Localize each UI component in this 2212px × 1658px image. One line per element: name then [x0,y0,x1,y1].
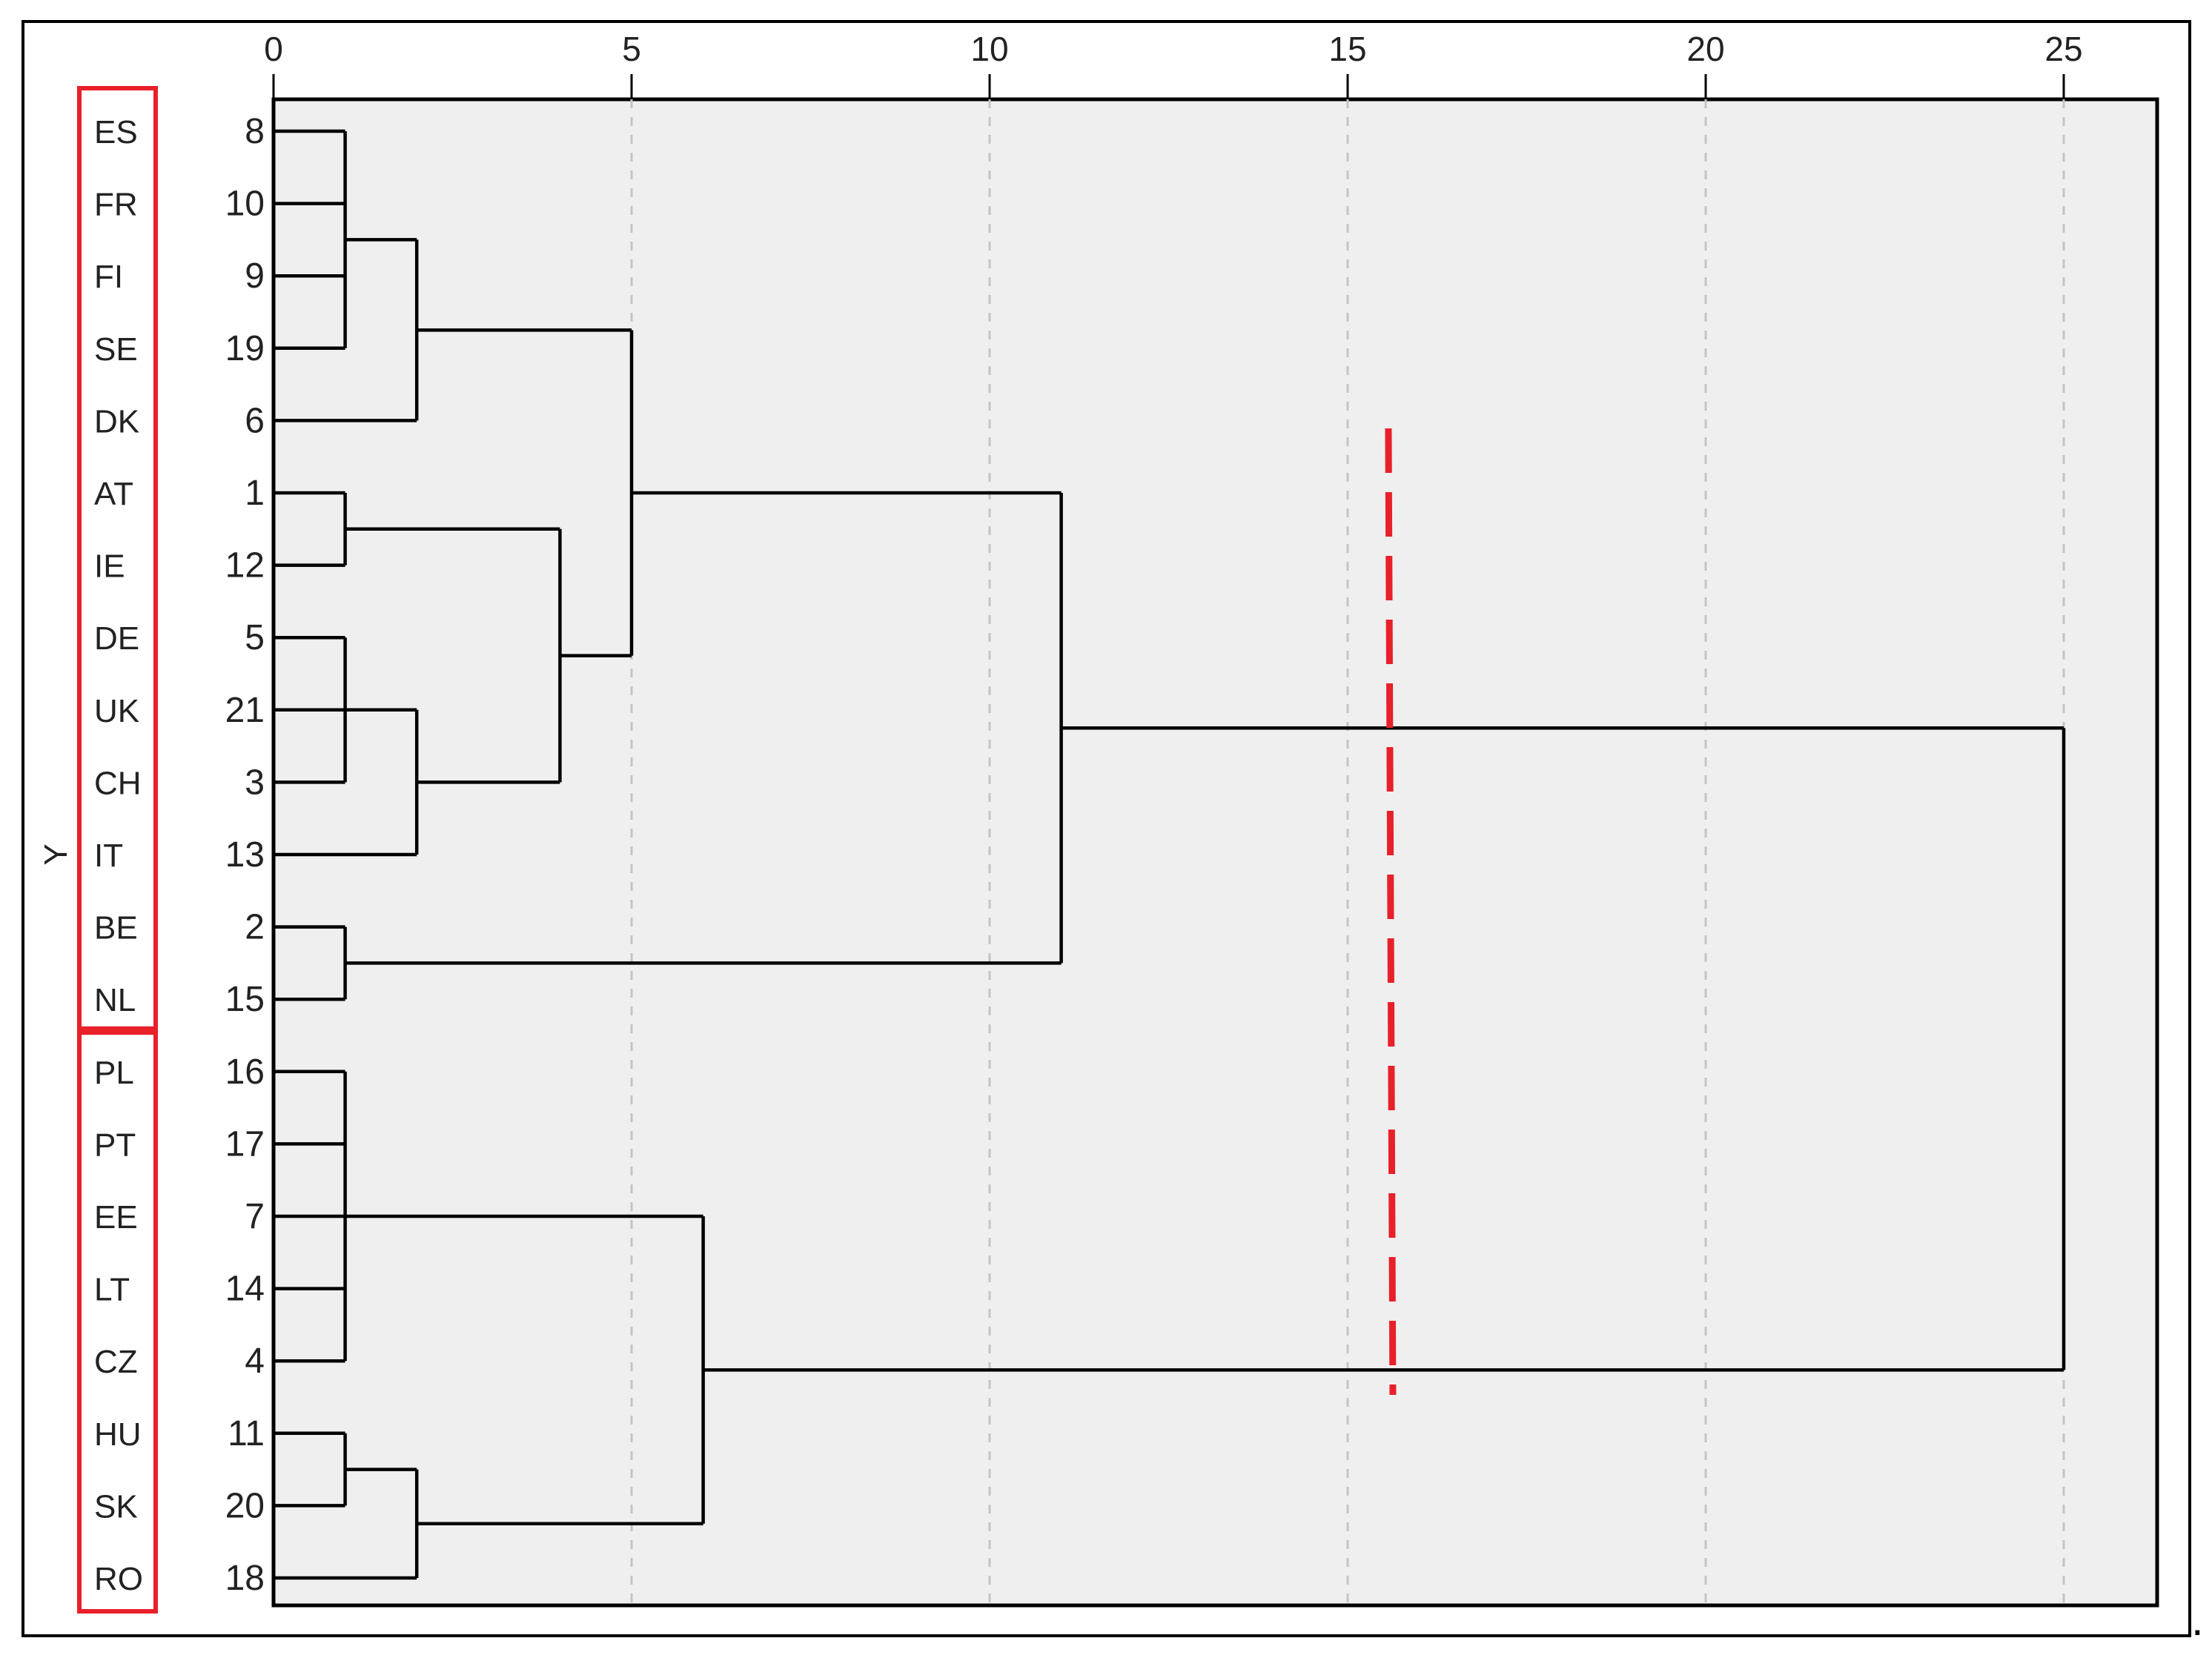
case-label: 18 [225,1559,265,1598]
x-tick-label: 5 [622,30,641,68]
country-label: IE [94,548,125,585]
case-label: 10 [225,185,265,224]
country-label: ES [94,114,138,150]
country-label: IT [94,838,123,874]
case-label: 6 [245,401,265,440]
case-label: 13 [225,835,265,875]
case-label: 5 [245,618,265,657]
case-label: 8 [245,112,265,151]
country-label: FI [94,259,123,295]
case-label: 20 [225,1486,265,1525]
group-box [77,86,158,1035]
country-label: BE [94,910,138,946]
case-label: 16 [225,1052,265,1092]
group-box [77,1026,158,1614]
country-label: SE [94,331,138,368]
x-tick-label: 20 [1686,30,1724,68]
case-label: 1 [245,474,265,513]
country-label: FR [94,187,138,223]
case-label: 4 [245,1342,265,1381]
case-label: 12 [225,546,265,586]
case-label: 21 [225,691,265,730]
country-label: HU [94,1416,142,1453]
x-tick-label: 0 [264,30,283,68]
case-label: 17 [225,1124,265,1164]
case-label: 2 [245,908,265,947]
cut-line [1385,428,1397,1396]
trailing-mark: . [2191,1595,2204,1645]
country-label: RO [94,1561,143,1597]
y-axis-label: Y [38,843,74,865]
case-label: 15 [225,980,265,1019]
x-tick-label: 10 [970,30,1008,68]
country-label: DE [94,620,139,657]
x-tick-label: 25 [2044,30,2082,68]
x-tick-label: 15 [1328,30,1366,68]
country-label: SK [94,1488,138,1525]
country-label: UK [94,693,139,729]
plot-area [271,97,2159,1608]
x-axis-ticks: 0 5 10 15 20 25 [264,30,2083,99]
case-labels: 8 10 9 19 6 1 12 5 21 3 13 2 15 16 17 7 14 4 11 20 18 [225,112,265,1598]
case-label: 19 [225,329,265,368]
group-boxes [77,86,158,1614]
dendrogram-links [274,129,2066,1580]
case-label: 9 [245,256,265,296]
country-label: AT [94,476,133,512]
case-label: 11 [228,1414,265,1453]
country-labels: ES FR FI SE DK AT IE DE UK CH IT BE NL PL PT EE LT CZ HU SK… [94,114,143,1597]
country-label: NL [94,982,136,1018]
country-label: PT [94,1127,136,1163]
case-label: 7 [245,1197,265,1236]
country-label: CH [94,765,142,801]
country-label: LT [94,1272,130,1308]
case-label: 14 [225,1270,265,1309]
country-label: PL [94,1055,134,1091]
case-label: 3 [245,763,265,802]
country-label: CZ [94,1344,138,1380]
country-label: DK [94,403,139,440]
outer-frame [21,20,2191,1637]
country-label: EE [94,1199,138,1236]
